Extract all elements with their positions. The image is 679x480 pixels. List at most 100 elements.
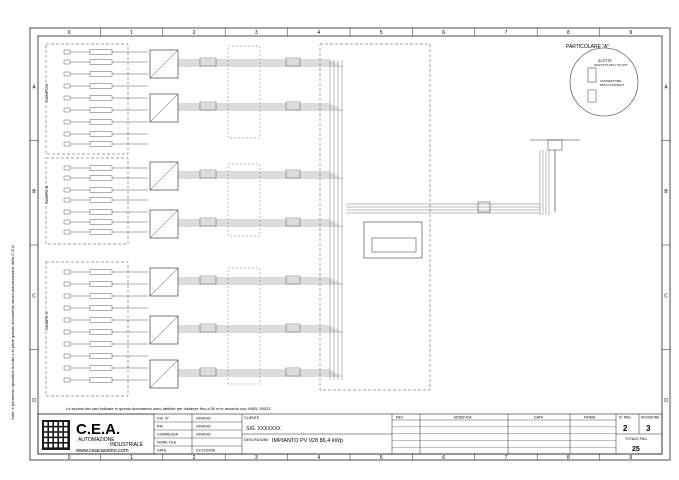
column-label: 4 (317, 455, 320, 461)
detail-title: PARTICOLARE "A" (566, 44, 609, 50)
column-label: 2 (193, 455, 196, 461)
string-module (63, 329, 71, 335)
string-module (63, 317, 71, 323)
logo-cell (54, 432, 58, 437)
column-label: 9 (629, 455, 632, 461)
client-name: SIG. XXXXXXX (246, 426, 281, 432)
string-fuse-box (89, 197, 113, 203)
row-label: A (32, 84, 36, 90)
title-block-label: NOME FILE (157, 441, 177, 445)
string-module (63, 131, 71, 137)
string-module (63, 107, 71, 113)
column-label: 0 (68, 30, 71, 36)
logo-cell (59, 427, 63, 432)
page-label: N° PAG. (619, 416, 632, 420)
string-fuse-box (89, 229, 113, 235)
firma-label: FIRMA (584, 416, 596, 420)
title-block-label: COMMESSA (157, 433, 179, 437)
description-label: DESCRIZIONE (244, 438, 269, 442)
title-block-label: RIF. (157, 425, 164, 429)
field-a-box (45, 43, 129, 155)
logo-cell (59, 432, 63, 437)
title-block-value: 2008032 (196, 433, 211, 437)
string-fuse-box (89, 83, 113, 89)
string-module (63, 197, 71, 203)
string-module (63, 141, 71, 147)
column-label: 7 (505, 455, 508, 461)
string-fuse-box (89, 293, 113, 299)
string-fuse-box (89, 209, 113, 215)
string-fuse-box (89, 175, 113, 181)
company-name: C.E.A. (76, 421, 120, 438)
string-module (63, 293, 71, 299)
main-protection-box (363, 221, 423, 259)
row-label: B (664, 189, 668, 195)
string-fuse-box (89, 95, 113, 101)
row-label: C (664, 293, 668, 299)
string-fuse-box (89, 119, 113, 125)
column-label: 7 (505, 30, 508, 36)
logo-cell (49, 432, 53, 437)
string-fuse-box (89, 341, 113, 347)
column-label: 5 (380, 455, 383, 461)
string-fuse-box (89, 353, 113, 359)
string-fuse-box (89, 187, 113, 193)
logo-cell (49, 438, 53, 442)
ac-distribution-panel (319, 43, 431, 391)
string-module (63, 377, 71, 383)
row-label: B (32, 189, 36, 195)
logo-cell (64, 422, 68, 426)
detail-line-3: CONNETTORE (600, 79, 621, 83)
utility-meter (547, 139, 563, 151)
detail-line-1: SCOTTE (598, 59, 612, 63)
logo-area (37, 413, 155, 455)
title-block-value: 2008032 (196, 417, 211, 421)
total-pages-label: TOTALE PAG. (625, 437, 648, 441)
string-module (63, 95, 71, 101)
company-line-1: AUTOMAZIONE (78, 437, 115, 443)
detail-module (587, 67, 597, 83)
string-module (63, 353, 71, 359)
string-module (63, 59, 71, 65)
detail-a-circle (569, 47, 639, 117)
column-label: 9 (629, 30, 632, 36)
string-fuse-box (89, 269, 113, 275)
inverter-diagonal (149, 315, 179, 345)
description-value: IMPIANTO PV 028 86,4 kWp (272, 438, 343, 444)
title-block-value: 01/12/2008 (196, 449, 215, 453)
ac-panel-c (227, 267, 261, 385)
string-module (63, 365, 71, 371)
logo-cell (59, 443, 63, 448)
string-fuse-box (89, 305, 113, 311)
inverter-diagonal (149, 49, 179, 79)
field-b-label: CAMPO B (44, 185, 49, 204)
logo-cell (44, 427, 48, 432)
string-fuse-box (89, 317, 113, 323)
inverter-blocks (149, 49, 301, 389)
meter-group (371, 237, 417, 253)
string-module (63, 209, 71, 215)
title-block-label: DATA (157, 449, 167, 453)
logo-cell (54, 443, 58, 448)
string-module (63, 281, 71, 287)
string-fuse-box (89, 131, 113, 137)
modifica-label: MODIFICA (454, 416, 472, 420)
detail-line-4: MULTI-CONTACT (600, 83, 624, 87)
string-module (63, 175, 71, 181)
string-module (63, 219, 71, 225)
detail-connector (587, 89, 597, 103)
logo-cell (64, 427, 68, 432)
detail-line-2: SCHOTTT POLY TH 370 (594, 63, 628, 67)
field-a-label: CAMPO A (44, 83, 49, 102)
title-block-value: 2008032 (196, 425, 211, 429)
logo-cell (54, 438, 58, 442)
interface-device (477, 201, 491, 213)
column-label: 8 (567, 30, 570, 36)
string-fuse-box (89, 281, 113, 287)
company-web: www.ceacassino.com (75, 448, 129, 454)
inverter-diagonal (149, 209, 179, 239)
logo-cell (54, 427, 58, 432)
